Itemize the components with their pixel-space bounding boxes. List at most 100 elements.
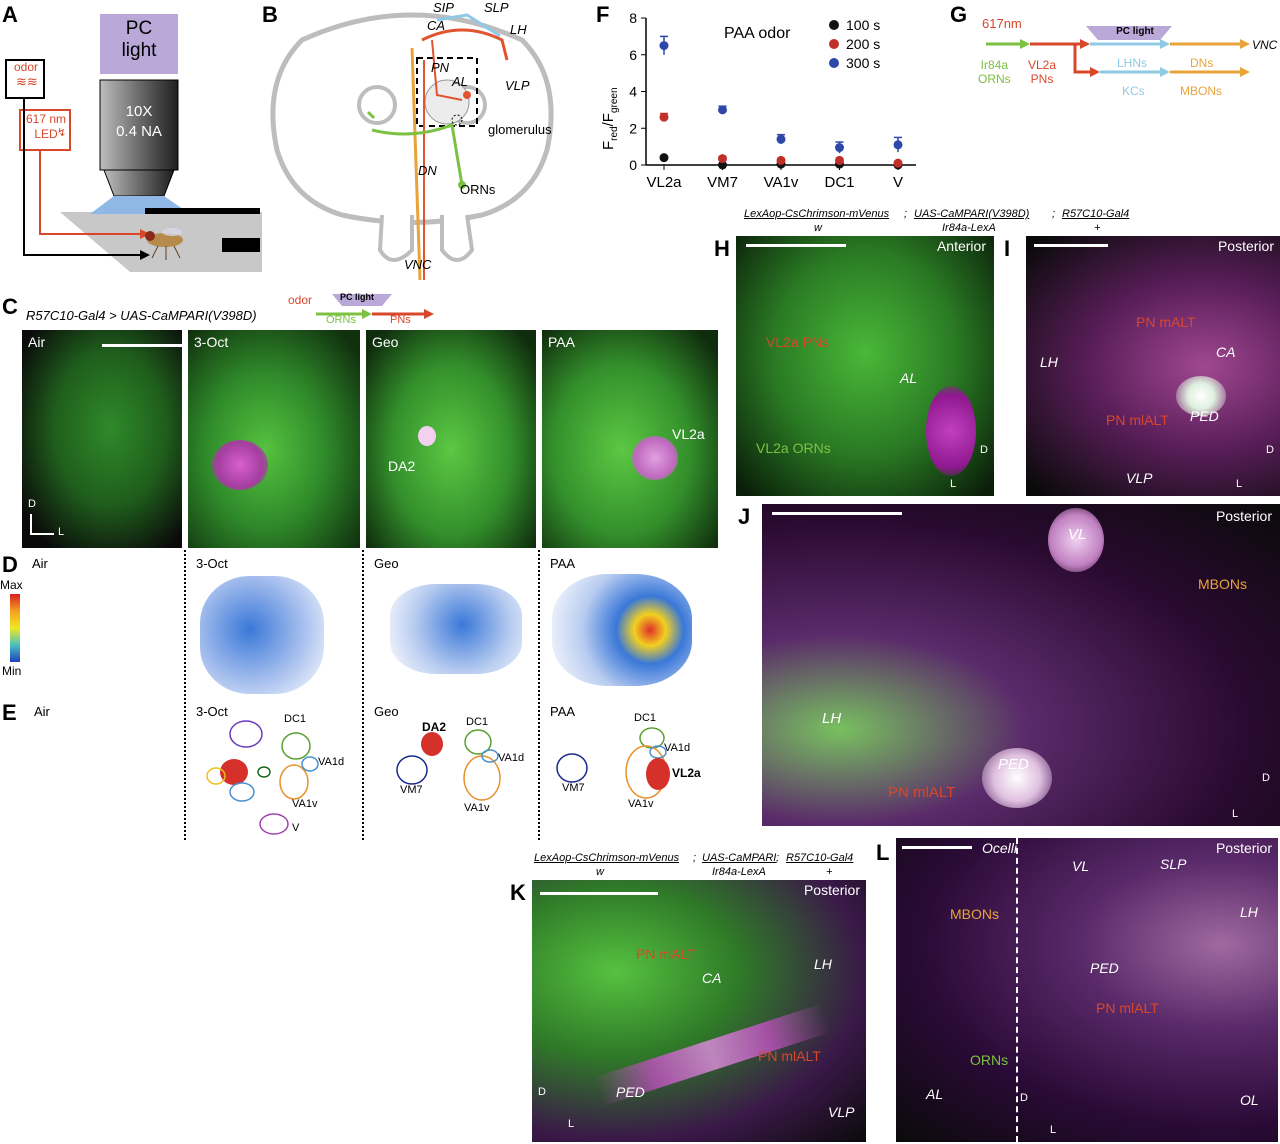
- j-micrograph: Posterior VL MBONs LH PED PN mlALT D L: [762, 504, 1280, 826]
- j-axis-l: L: [1232, 808, 1239, 820]
- h-geno-1b: UAS-CaMPARI(V398D): [914, 208, 1030, 220]
- panel-h-letter: H: [714, 236, 730, 261]
- panel-b-letter: B: [262, 2, 278, 27]
- l-vl: VL: [1072, 858, 1090, 874]
- f-y-tick-label: 4: [629, 84, 637, 100]
- i-ped: PED: [1190, 408, 1219, 424]
- j-lh: LH: [822, 710, 842, 727]
- c-paa-vl2a-label: VL2a: [672, 426, 705, 442]
- k-geno-1a: LexAop-CsChrimson-mVenus: [534, 852, 680, 864]
- k-geno-sep1: ;: [693, 852, 697, 864]
- label-al: AL: [452, 74, 468, 89]
- e-paa-va1d: VA1d: [664, 742, 691, 754]
- f-legend-marker: [829, 39, 839, 49]
- c-circuit: [316, 294, 434, 319]
- h-vl2a-orns: VL2a ORNs: [756, 440, 831, 456]
- panel-l-letter: L: [876, 840, 890, 865]
- f-data-point: [718, 154, 727, 164]
- objective-tip: [103, 169, 175, 197]
- i-axis-d: D: [1266, 444, 1274, 456]
- e-glomeruli-maps: [206, 720, 670, 835]
- c-geo-da2-spot: [418, 426, 436, 446]
- d-paa-heatmap: [552, 574, 692, 686]
- e-geo-dc1: DC1: [466, 716, 489, 728]
- label-glomerulus: glomerulus: [488, 122, 552, 137]
- f-data-point: [776, 155, 786, 165]
- panel-a-setup: [5, 14, 262, 272]
- l-midline: [1016, 838, 1018, 1142]
- panel-b-brain-diagram: [270, 12, 554, 281]
- panel-g-letter: G: [950, 2, 968, 27]
- c-odor-label: odor: [288, 293, 313, 307]
- label-dn: DN: [418, 163, 437, 178]
- h-scale-bar: [746, 244, 846, 247]
- f-y-tick-label: 0: [629, 157, 637, 173]
- i-scale-bar: [1034, 244, 1108, 247]
- k-pn-mlalt: PN mlALT: [758, 1048, 821, 1064]
- f-legend-marker: [829, 58, 839, 68]
- panel-j-letter: J: [738, 504, 751, 529]
- j-view-label: Posterior: [1215, 508, 1272, 524]
- label-orns: ORNs: [460, 182, 496, 197]
- panel-k-letter: K: [510, 880, 526, 905]
- d-colorbar-max: Max: [0, 578, 23, 592]
- i-view-label: Posterior: [1217, 238, 1274, 254]
- c-tile-geo: Geo DA2: [366, 330, 536, 548]
- d-3oct-heatmap: [200, 576, 324, 694]
- k-pn-malt: PN mALT: [636, 946, 696, 962]
- c-3oct-activated-glomeruli: [212, 440, 268, 490]
- l-orns: ORNs: [970, 1052, 1009, 1068]
- k-geno-2b: Ir84a-LexA: [712, 866, 766, 878]
- i-pn-mlalt: PN mlALT: [1106, 412, 1169, 428]
- odor-label: odor: [13, 60, 39, 74]
- panel-e-letter: E: [2, 700, 17, 725]
- l-view-label: Posterior: [1215, 840, 1272, 856]
- led-box: [19, 109, 71, 151]
- j-vl: VL: [1068, 526, 1087, 543]
- panel-d-letter: D: [2, 552, 18, 577]
- odor-box: [5, 59, 45, 99]
- f-data-point: [659, 112, 669, 122]
- f-data-point: [893, 140, 903, 150]
- f-data-point: [835, 155, 844, 165]
- f-title: PAA odor: [724, 25, 791, 42]
- l-axis-l: L: [1050, 1124, 1057, 1136]
- label-lh: LH: [510, 22, 527, 37]
- j-axis-d: D: [1262, 772, 1270, 784]
- f-x-tick-label: VA1v: [764, 174, 799, 191]
- i-micrograph: Posterior PN mALT PN mlALT LH CA PED VLP…: [1026, 236, 1280, 496]
- k-ped: PED: [616, 1084, 645, 1100]
- k-axis-d: D: [538, 1086, 546, 1098]
- k-ca: CA: [702, 970, 722, 986]
- label-slp: SLP: [484, 0, 509, 15]
- g-vnc-label: VNC: [1252, 38, 1278, 52]
- j-ped: PED: [998, 756, 1029, 773]
- c-axis-d: D: [28, 498, 36, 510]
- label-pn: PN: [431, 60, 450, 75]
- c-scale-bar: [102, 344, 182, 347]
- l-ped: PED: [1090, 960, 1119, 976]
- i-ca: CA: [1216, 344, 1236, 360]
- h-geno-sep1: ;: [904, 208, 908, 220]
- objective-label: 10X 0.4 NA: [116, 103, 162, 140]
- f-x-tick-label: VL2a: [646, 174, 682, 191]
- j-pn-mlalt: PN mlALT: [888, 784, 956, 801]
- k-vlp: VLP: [828, 1104, 855, 1120]
- c-pc-light-label: PC light: [340, 292, 374, 302]
- dn-projection: [410, 47, 422, 281]
- pc-light-label: PC light: [121, 18, 157, 61]
- c-tile-paa-title: PAA: [548, 334, 575, 350]
- e-geo-da2: DA2: [422, 720, 447, 734]
- c-tile-air-title: Air: [28, 334, 46, 350]
- k-geno-2c: +: [826, 866, 833, 878]
- l-ocelli: Ocelli: [982, 840, 1018, 856]
- j-mbons: MBONs: [1198, 576, 1247, 592]
- k-geno-1b: UAS-CaMPARI: [702, 852, 777, 864]
- i-pn-malt: PN mALT: [1136, 314, 1196, 330]
- panel-g-circuit: [986, 26, 1250, 77]
- orn-projection: [371, 122, 464, 186]
- f-data-point: [718, 105, 727, 115]
- f-data-point: [659, 153, 669, 163]
- e-oct-dc1: DC1: [284, 713, 307, 725]
